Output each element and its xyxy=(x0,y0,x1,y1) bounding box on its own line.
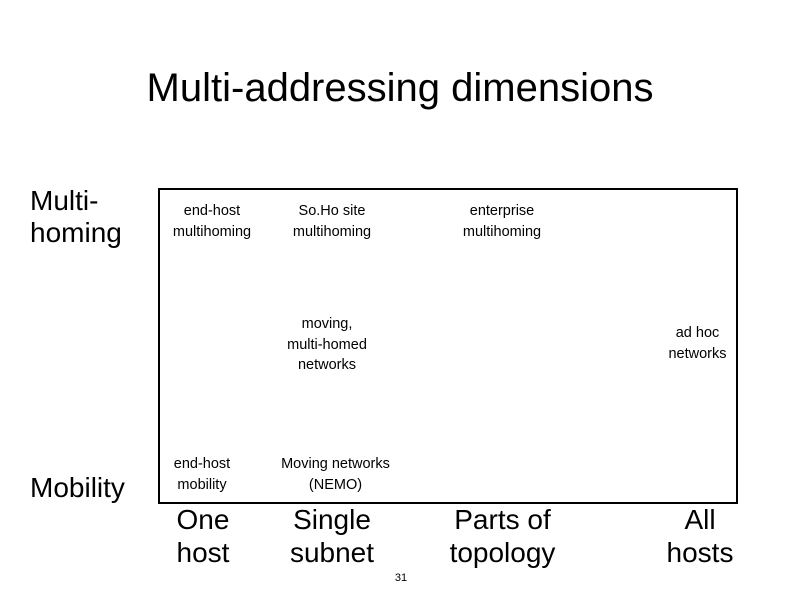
grid-line-right xyxy=(736,188,738,504)
axis-label-multihoming: Multi-homing xyxy=(30,185,122,249)
grid-line-top xyxy=(158,188,738,190)
grid-line-bottom xyxy=(158,502,738,504)
grid-line-left xyxy=(158,188,160,504)
axis-label-mobility: Mobility xyxy=(30,472,125,503)
page-title: Multi-addressing dimensions xyxy=(146,66,654,110)
slide-number: 31 xyxy=(394,572,408,584)
cell-moving-networks-nemo: Moving networks(NEMO) xyxy=(281,456,390,493)
